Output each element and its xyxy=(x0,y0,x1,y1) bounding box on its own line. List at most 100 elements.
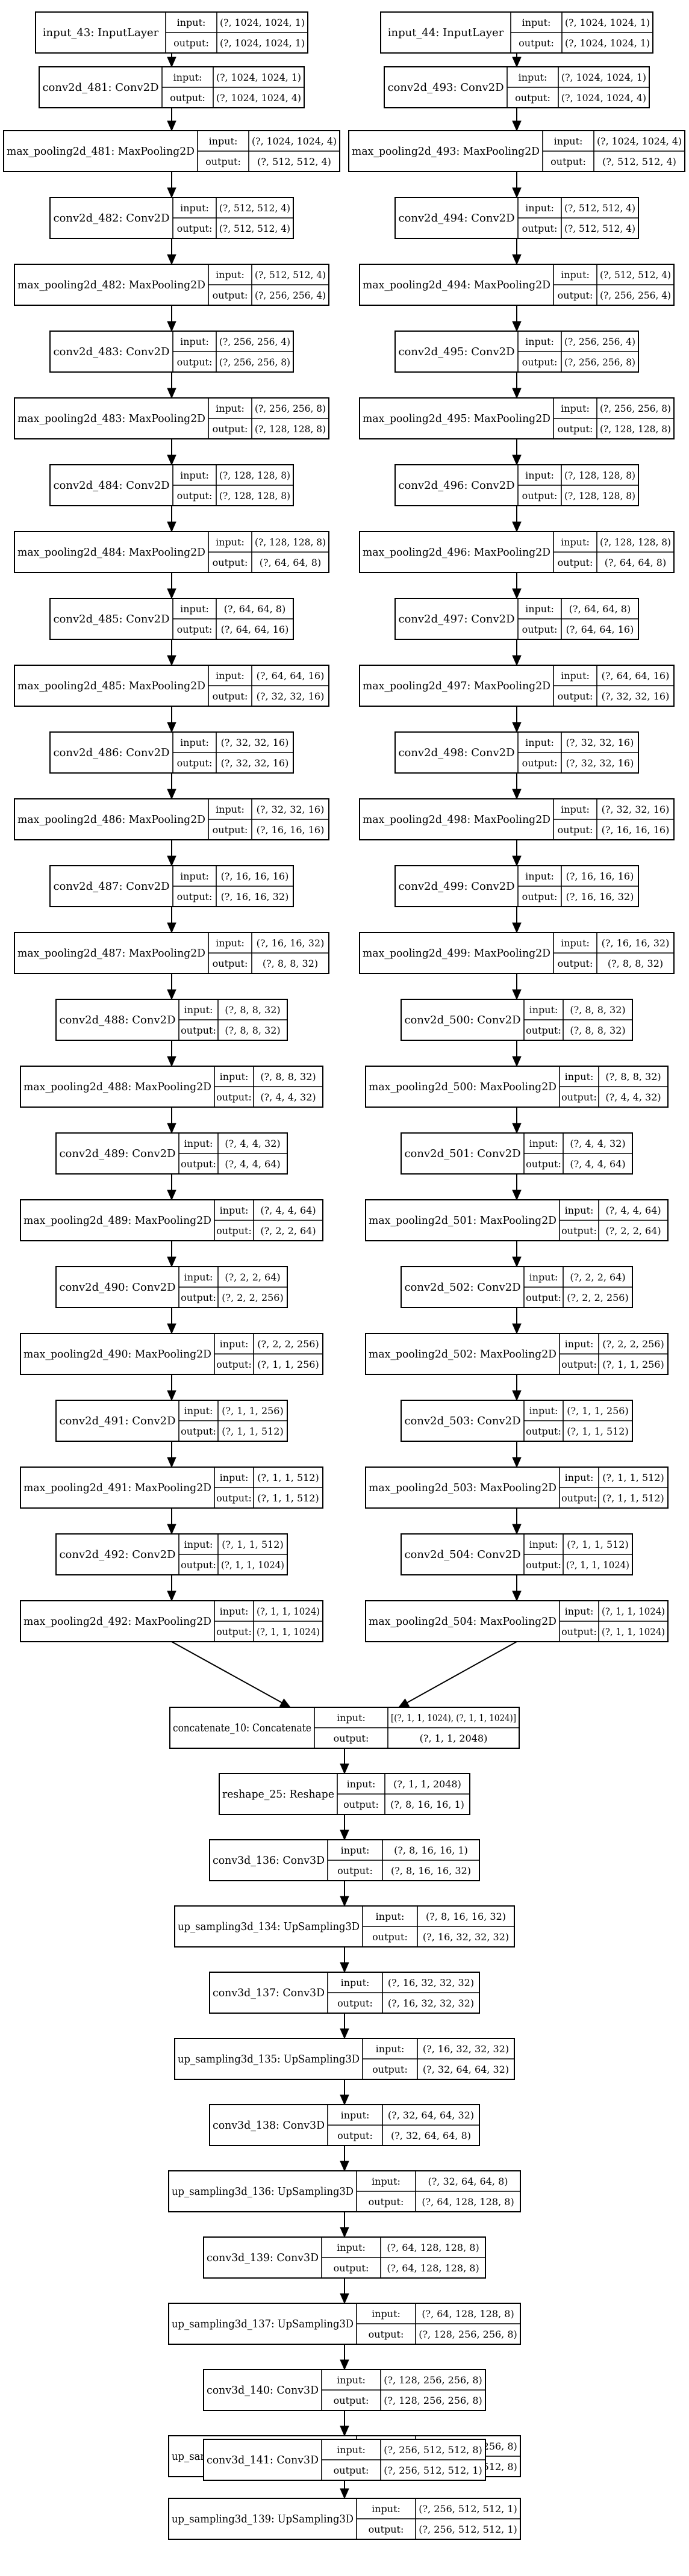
input-label: input: xyxy=(525,470,554,481)
input-label: input: xyxy=(184,1405,213,1417)
output-shape: (?, 128, 128, 8) xyxy=(219,490,290,501)
input-label: input: xyxy=(341,2109,370,2121)
arrowhead xyxy=(512,922,522,934)
layer-name: max_pooling2d_484: MaxPooling2D xyxy=(17,546,205,559)
input-label: input: xyxy=(341,1977,370,1988)
output-shape: (?, 256, 256, 4) xyxy=(600,290,671,301)
output-label: output: xyxy=(216,1225,252,1237)
output-shape: (?, 64, 64, 16) xyxy=(566,624,634,635)
layer-node: max_pooling2d_498: MaxPooling2Dinput:out… xyxy=(359,798,675,840)
output-label: output: xyxy=(216,1359,252,1370)
layer-node: max_pooling2d_483: MaxPooling2Dinput:out… xyxy=(14,397,329,439)
output-label: output: xyxy=(372,2064,408,2075)
input-label: input: xyxy=(561,670,590,681)
input-label: input: xyxy=(561,937,590,949)
layer-name: conv2d_481: Conv2D xyxy=(42,81,158,94)
layer-node: max_pooling2d_500: MaxPooling2Dinput:out… xyxy=(365,1066,669,1108)
output-label: output: xyxy=(526,1559,561,1571)
output-label: output: xyxy=(337,1865,373,1876)
layer-name: conv2d_485: Conv2D xyxy=(53,613,169,625)
input-label: input: xyxy=(519,72,547,83)
arrowhead xyxy=(167,655,176,666)
input-shape: (?, 1024, 1024, 1) xyxy=(220,17,305,28)
output-shape: (?, 512, 512, 4) xyxy=(219,223,290,234)
input-shape: (?, 128, 128, 8) xyxy=(219,470,290,481)
input-shape: (?, 2, 2, 256) xyxy=(602,1338,664,1350)
edge-arrow xyxy=(407,1641,517,1704)
layer-name: conv3d_139: Conv3D xyxy=(207,2252,319,2264)
output-label: output: xyxy=(216,1091,252,1103)
arrowhead xyxy=(512,1524,522,1535)
input-label: input: xyxy=(180,336,209,347)
arrowhead xyxy=(512,722,522,733)
input-label: input: xyxy=(372,2176,401,2187)
layer-name: conv2d_504: Conv2D xyxy=(404,1548,520,1561)
output-shape: (?, 64, 128, 128, 8) xyxy=(422,2196,514,2208)
arrowhead xyxy=(512,187,522,199)
input-shape: (?, 128, 128, 8) xyxy=(255,536,326,548)
output-shape: (?, 1, 1, 1024) xyxy=(257,1626,320,1637)
output-shape: (?, 4, 4, 32) xyxy=(605,1091,661,1103)
output-shape: (?, 16, 32, 32, 32) xyxy=(423,1931,509,1943)
arrowhead xyxy=(512,388,522,399)
input-label: input: xyxy=(561,536,590,548)
layer-name: max_pooling2d_483: MaxPooling2D xyxy=(17,412,205,425)
input-label: input: xyxy=(220,1338,249,1350)
layer-name: max_pooling2d_490: MaxPooling2D xyxy=(23,1348,211,1361)
input-label: input: xyxy=(220,1205,249,1216)
output-shape: (?, 32, 32, 16) xyxy=(566,757,634,769)
output-shape: (?, 256, 512, 512, 1) xyxy=(384,2465,482,2476)
layer-name: max_pooling2d_495: MaxPooling2D xyxy=(363,412,550,425)
output-label: output: xyxy=(181,1426,216,1437)
arrowhead xyxy=(512,855,522,867)
arrowhead xyxy=(167,1524,176,1535)
input-label: input: xyxy=(180,737,209,748)
arrowhead xyxy=(167,1256,176,1268)
input-label: input: xyxy=(216,804,245,815)
input-label: input: xyxy=(220,1606,249,1617)
input-shape: (?, 8, 8, 32) xyxy=(605,1071,661,1082)
layer-name: max_pooling2d_492: MaxPooling2D xyxy=(23,1615,211,1628)
layer-name: max_pooling2d_499: MaxPooling2D xyxy=(363,947,550,960)
layer-name: up_sampling3d_139: UpSampling3D xyxy=(172,2513,354,2525)
input-shape: (?, 256, 512, 512, 8) xyxy=(384,2444,482,2456)
layer-name: conv2d_497: Conv2D xyxy=(398,613,514,625)
input-shape: (?, 16, 16, 16) xyxy=(221,871,289,882)
output-label: output: xyxy=(550,156,586,167)
arrowhead xyxy=(512,1390,522,1401)
input-label: input: xyxy=(180,202,209,214)
input-label: input: xyxy=(347,1778,376,1790)
arrowhead xyxy=(512,455,522,466)
output-label: output: xyxy=(213,290,248,301)
layer-node: max_pooling2d_501: MaxPooling2Dinput:out… xyxy=(365,1199,669,1241)
layer-name: up_sampling3d_135: UpSampling3D xyxy=(178,2053,360,2065)
output-shape: (?, 1, 1, 1024) xyxy=(221,1559,284,1571)
output-shape: (?, 8, 8, 32) xyxy=(225,1025,280,1036)
layer-name: max_pooling2d_491: MaxPooling2D xyxy=(23,1482,211,1494)
input-shape: (?, 256, 256, 4) xyxy=(219,336,290,347)
input-label: input: xyxy=(216,937,245,949)
input-label: input: xyxy=(337,2444,366,2456)
output-shape: (?, 512, 512, 4) xyxy=(257,156,331,167)
input-shape: (?, 64, 128, 128, 8) xyxy=(387,2242,479,2253)
output-shape: (?, 512, 512, 4) xyxy=(564,223,635,234)
layer-name: up_sampling3d_134: UpSampling3D xyxy=(178,1920,360,1933)
input-label: input: xyxy=(525,202,554,214)
input-shape: (?, 1, 1, 512) xyxy=(602,1472,664,1483)
output-shape: (?, 1024, 1024, 1) xyxy=(565,37,650,49)
input-shape: (?, 1, 1, 256) xyxy=(567,1405,628,1417)
input-label: input: xyxy=(565,1205,594,1216)
output-label: output: xyxy=(173,37,209,49)
arrowhead xyxy=(167,989,176,1001)
input-shape: (?, 256, 512, 512, 1) xyxy=(419,2503,517,2515)
arrowhead xyxy=(167,321,176,332)
layer-name: conv2d_488: Conv2D xyxy=(59,1014,175,1026)
layer-node: max_pooling2d_486: MaxPooling2Dinput:out… xyxy=(14,798,329,840)
